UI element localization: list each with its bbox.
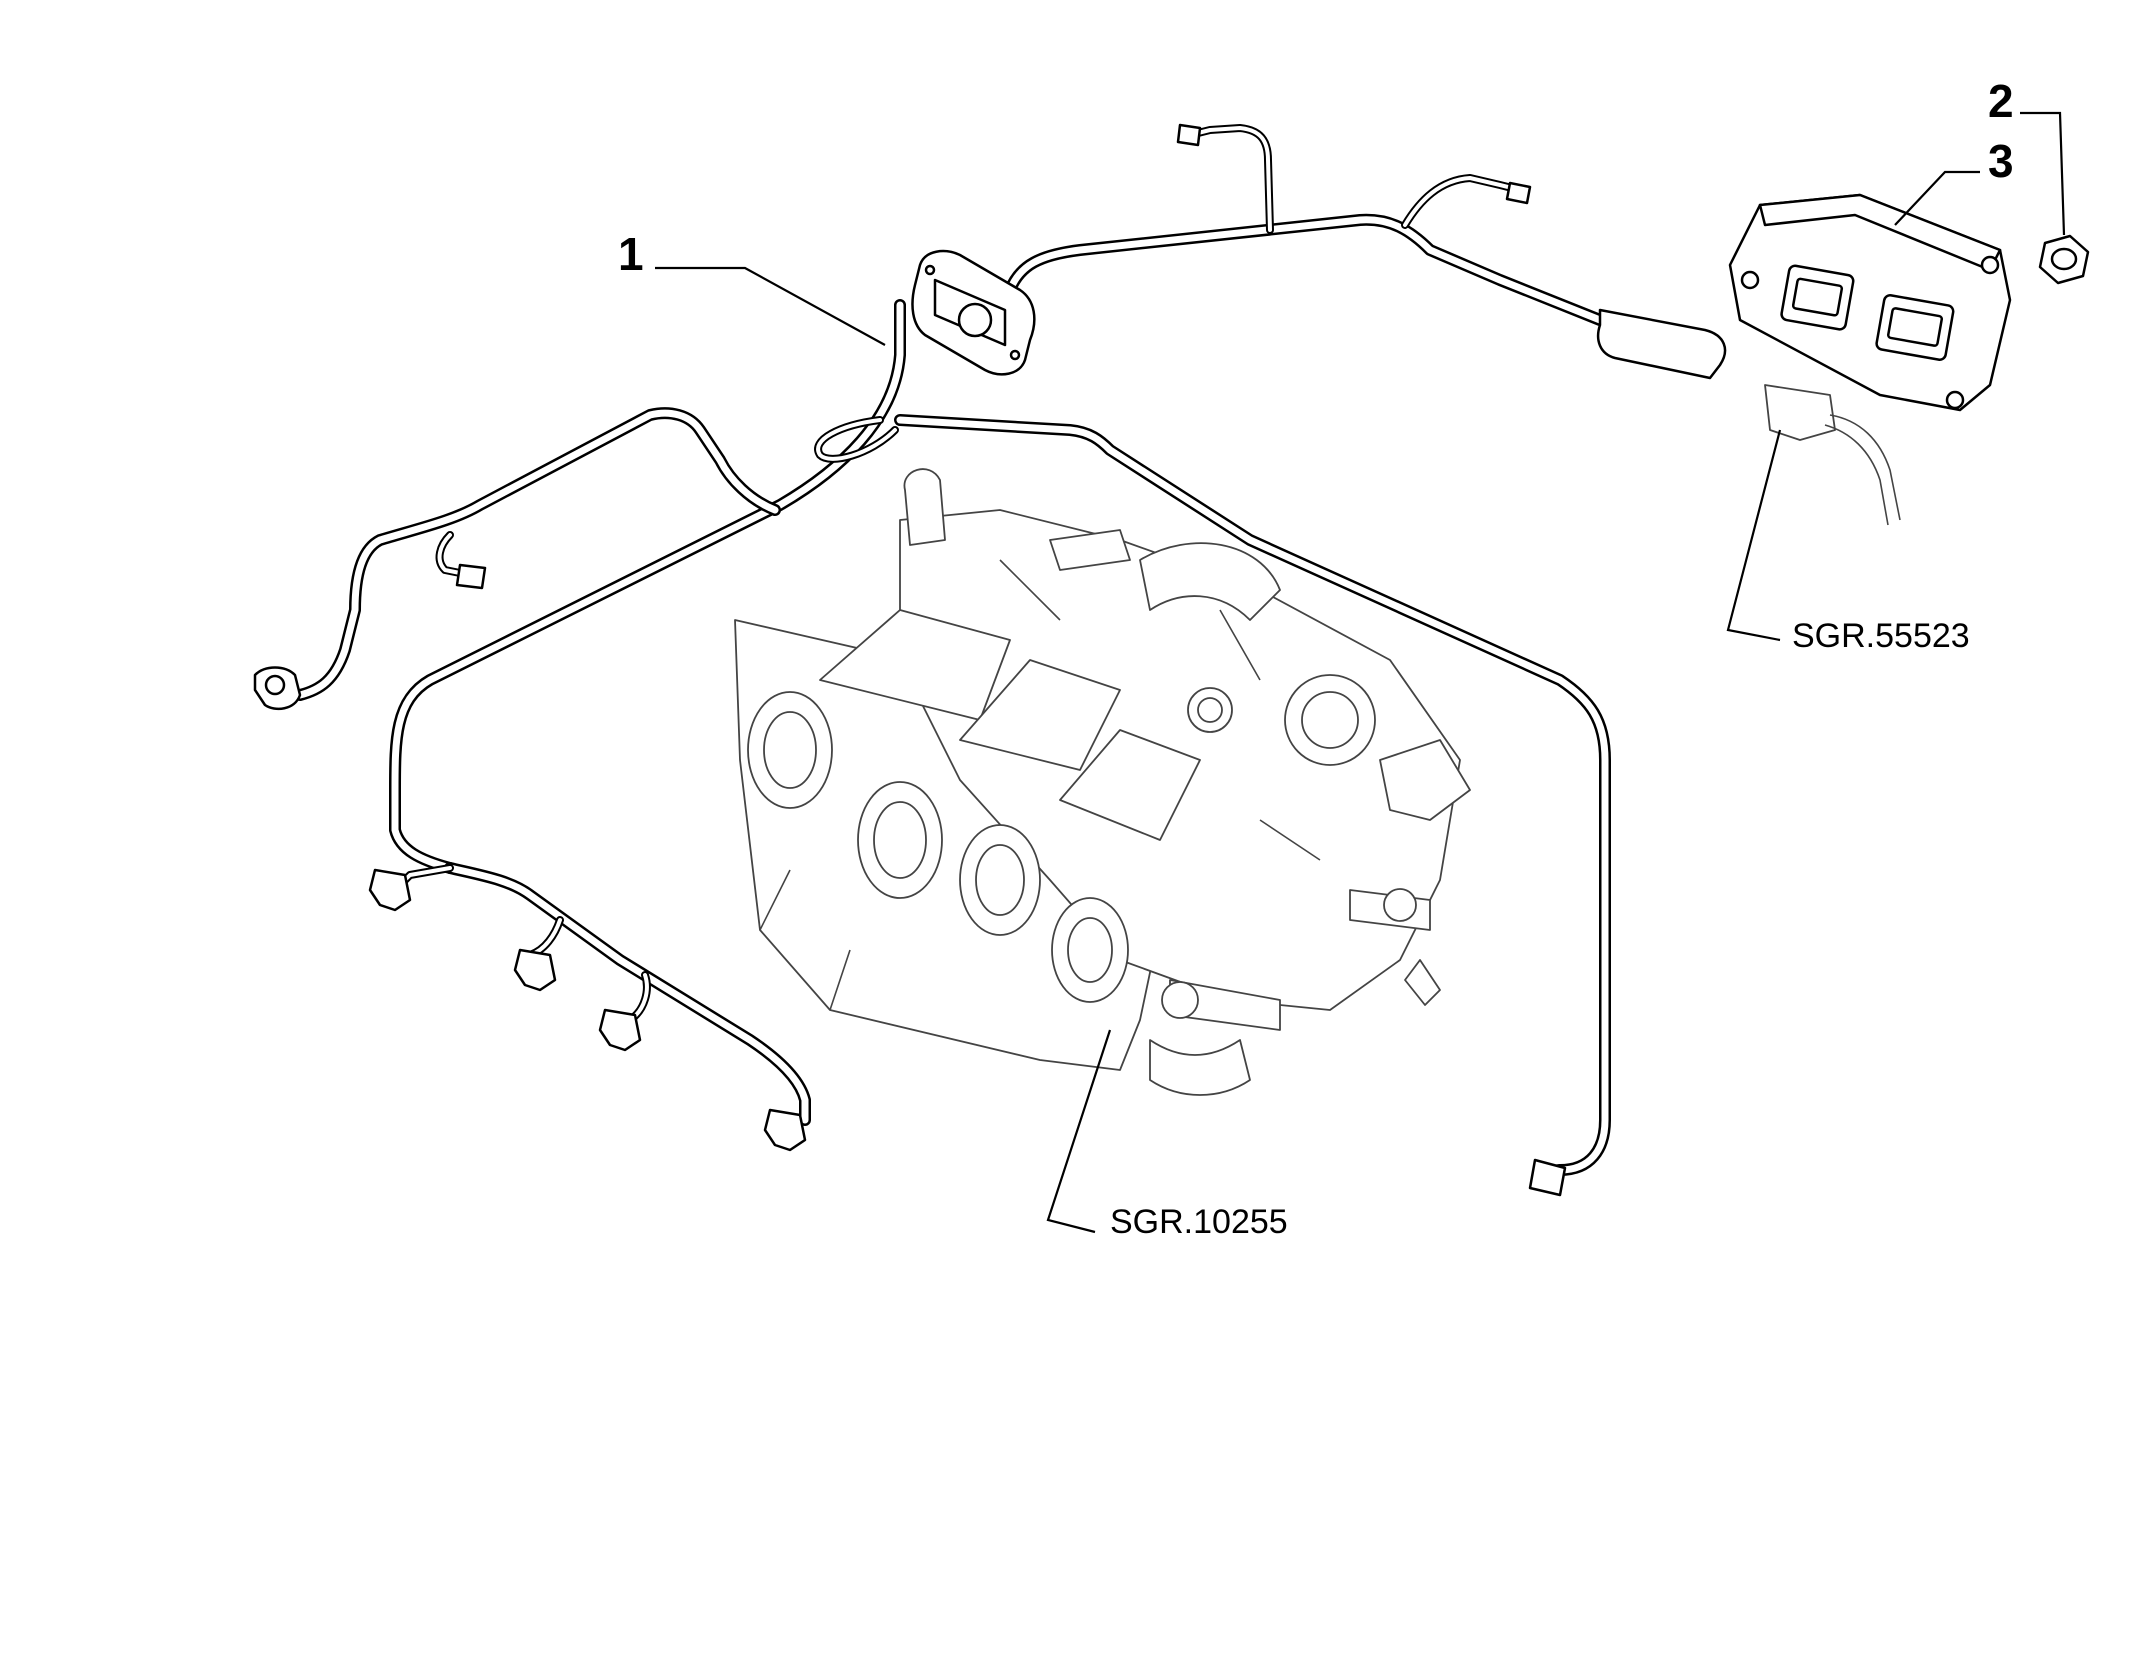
callout-number-2: 2 <box>1988 75 2014 127</box>
intake-manifold-assembly <box>734 468 1471 1096</box>
reference-sgr-55523: SGR.55523 <box>1726 429 1970 655</box>
callout-number-3: 3 <box>1988 135 2014 187</box>
control-unit <box>1728 193 2012 412</box>
reference-label-sgr-55523: SGR.55523 <box>1792 617 1970 655</box>
leader-line-sgr-10255 <box>1046 1029 1112 1234</box>
leader-line-1 <box>655 266 886 346</box>
nut <box>2038 234 2090 285</box>
callout-1: 1 <box>618 228 886 346</box>
callout-2: 2 <box>1988 75 2066 236</box>
leader-line-2 <box>2020 111 2066 236</box>
callout-3: 3 <box>1894 135 2014 226</box>
wiring-harness <box>253 123 1727 1197</box>
sensor-connector <box>1764 384 1901 526</box>
leader-line-sgr-55523 <box>1726 429 1782 642</box>
reference-label-sgr-10255: SGR.10255 <box>1110 1203 1288 1241</box>
callout-number-1: 1 <box>618 228 644 280</box>
reference-sgr-10255: SGR.10255 <box>1046 1029 1288 1241</box>
leader-line-3 <box>1894 170 1980 226</box>
